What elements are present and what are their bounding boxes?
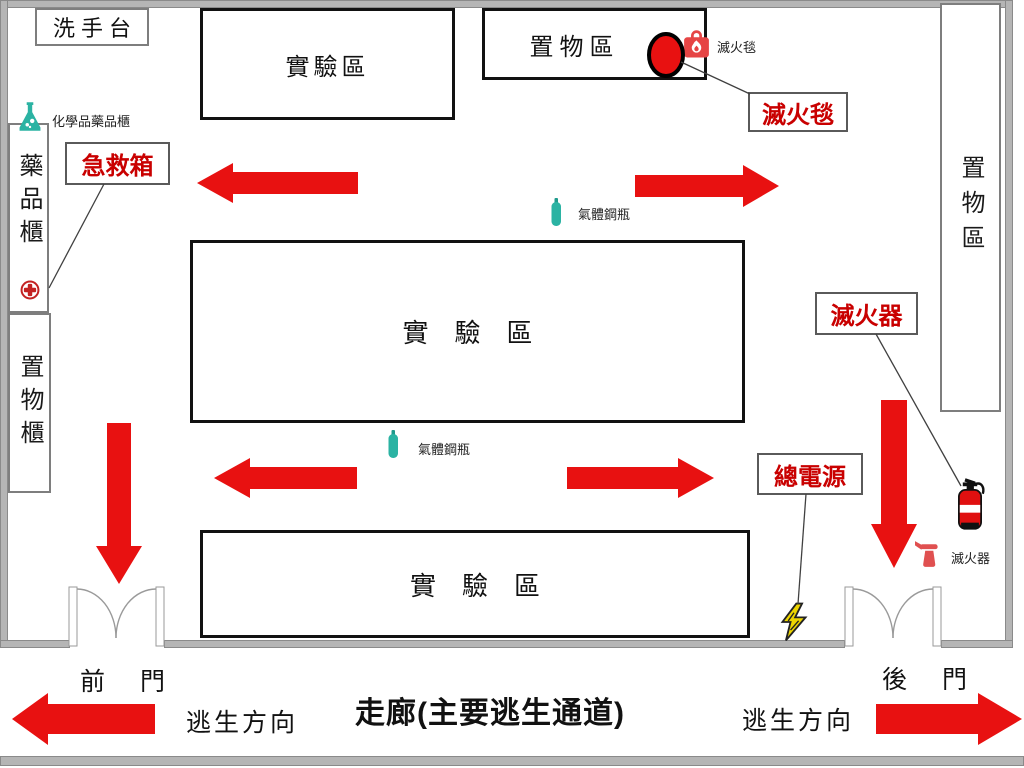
back-door-jamb-left [844,586,854,647]
corridor-main-escape-label: 走廊(主要逃生通道) [355,697,625,730]
first-aid-kit-callout: 急救箱 [65,142,170,185]
back-door-arc-left [852,588,894,639]
storage-area-right-box: 置物區 [940,3,1001,412]
wall-bottom-middle [164,640,845,648]
wall-right [1005,0,1013,648]
wash-basin-label: 洗手台 [52,16,137,41]
gas-cylinder-top-icon [549,196,563,227]
fire-extinguisher-text: 滅火器 [830,303,903,330]
gas-cylinder-mid-annotation: 氣體鋼瓶 [418,442,471,457]
main-power-text: 總電源 [774,463,846,491]
lightning-bolt-icon [779,602,809,642]
arrow-down-right [871,400,917,568]
storage-cabinet-box: 置物櫃 [8,313,51,493]
corridor-outer-wall [0,756,1024,766]
main-power-callout: 總電源 [757,453,863,495]
arrow-mid-right [567,458,714,498]
front-door [68,586,165,647]
lab-area-top-box: 實驗區 [200,8,455,120]
back-door [844,586,942,647]
lab-area-center-box: 實驗區 [190,240,745,423]
lab-area-center-label: 實驗區 [402,318,559,348]
first-aid-kit-text: 急救箱 [81,153,154,180]
arrow-top-left [197,163,358,203]
lab-area-top-label: 實驗區 [285,53,370,81]
chemical-flask-icon [15,100,45,133]
medicine-cabinet-label: 藥品櫃 [15,153,42,252]
connector-main-power [797,493,807,605]
back-door-jamb-right [932,586,942,647]
lab-area-bottom-box: 實驗區 [200,530,750,638]
gas-cylinder-mid-icon [386,428,400,459]
front-door-jamb-right [155,586,165,647]
storage-area-top-box: 置物區 [482,8,707,80]
fire-extinguisher-clipart-icon [950,474,990,538]
fire-extinguisher-annotation: 滅火器 [951,551,991,566]
fire-blanket-annotation: 滅火毯 [717,40,757,55]
fire-extinguisher-callout: 滅火器 [815,292,918,335]
back-door-label: 後 門 [882,666,981,694]
front-door-arc-right [115,588,157,639]
connector-first-aid [48,183,105,289]
storage-area-top-label: 置物區 [529,33,620,61]
wall-bottom-left [0,640,70,648]
first-aid-cross-icon [20,280,40,300]
arrow-down-left [96,423,142,584]
wall-left [0,0,8,648]
front-door-arc-left [76,588,117,639]
back-door-arc-right [892,588,934,639]
lab-area-bottom-label: 實驗區 [409,570,566,601]
escape-direction-right-label: 逃生方向 [742,707,855,735]
wash-basin-box: 洗手台 [35,8,149,46]
arrow-corridor-left [12,693,155,745]
fire-extinguisher-symbol-icon [915,540,943,568]
arrow-top-right [635,165,779,207]
fire-blanket-text: 滅火毯 [762,101,834,129]
arrow-mid-left [214,458,357,498]
front-door-jamb-left [68,586,78,647]
chemical-cabinet-annotation: 化學品藥品櫃 [52,114,131,129]
gas-cylinder-top-annotation: 氣體鋼瓶 [578,207,631,222]
storage-cabinet-label: 置物櫃 [16,353,43,453]
arrow-corridor-right [876,693,1022,745]
wall-top [0,0,1013,8]
escape-direction-left-label: 逃生方向 [186,709,299,737]
storage-area-right-label: 置物區 [957,155,984,260]
wall-bottom-right [941,640,1013,648]
fire-blanket-bag-icon [682,28,711,59]
front-door-label: 前 門 [80,668,179,696]
fire-blanket-callout: 滅火毯 [748,92,848,132]
